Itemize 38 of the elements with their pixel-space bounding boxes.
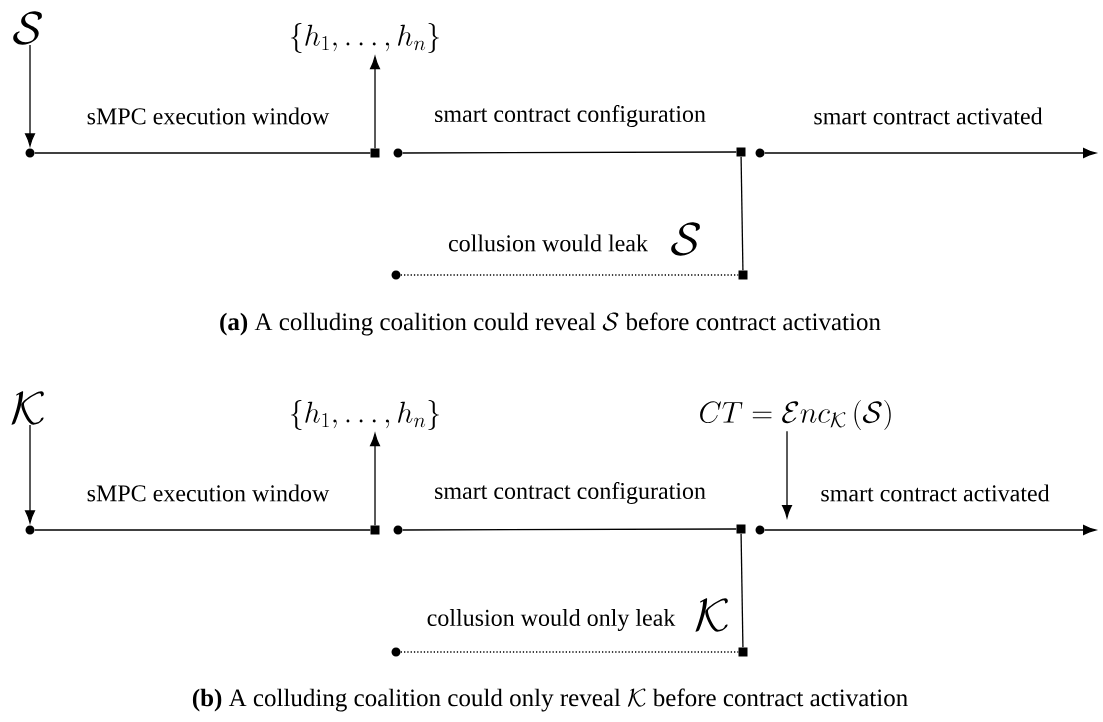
arrow — [25, 44, 36, 147]
square-marker — [370, 525, 380, 535]
square-marker — [738, 647, 748, 657]
timeline-segment — [740, 533, 744, 648]
square-marker — [736, 147, 746, 157]
timeline-segment — [402, 151, 737, 154]
square-marker — [370, 148, 380, 158]
caption: (a) A colluding coalition could reveal $\mathcal{S}$ before contract activation — [220, 312, 881, 336]
math-label: $CT=\mathcal{E}nc_{\mathcal{K}}\left(\mathcal{S}\right)$ — [700, 400, 891, 430]
timeline-segment — [402, 528, 737, 531]
math-label: $\mathcal{K}$ — [11, 391, 44, 425]
math-label: $\mathcal{S}$ — [13, 11, 42, 45]
timeline-segment — [34, 529, 371, 531]
math-label: $\mathcal{K}$ — [695, 598, 728, 632]
math-label: $\{h_1,\ldots,h_n\}$ — [290, 400, 440, 430]
edge-label: smart contract activated — [821, 484, 1050, 502]
edge-label: sMPC execution window — [87, 107, 330, 125]
arrow — [370, 433, 381, 526]
arrow — [764, 524, 1096, 535]
edge-label: smart contract configuration — [435, 104, 706, 128]
arrow — [370, 56, 381, 149]
timeline-segment — [740, 156, 744, 271]
math-label: $\{h_1,\ldots,h_n\}$ — [290, 23, 440, 53]
caption: (b) A colluding coalition could only reveal $\mathcal{K}$ before contract activation — [192, 688, 908, 712]
dotted-line — [400, 651, 739, 653]
edge-label: smart contract activated — [814, 107, 1043, 125]
arrow — [764, 147, 1096, 159]
edge-label: sMPC execution window — [87, 484, 330, 502]
math-label: $\mathcal{S}$ — [671, 222, 700, 256]
dotted-line — [400, 274, 739, 276]
edge-label: smart contract configuration — [435, 481, 706, 505]
timeline-segment — [34, 152, 371, 154]
edge-label: collusion would only leak — [427, 609, 676, 631]
square-marker — [738, 270, 748, 280]
arrow — [782, 430, 793, 518]
arrow — [25, 424, 36, 524]
square-marker — [736, 524, 746, 534]
edge-label: collusion would leak — [448, 234, 648, 252]
